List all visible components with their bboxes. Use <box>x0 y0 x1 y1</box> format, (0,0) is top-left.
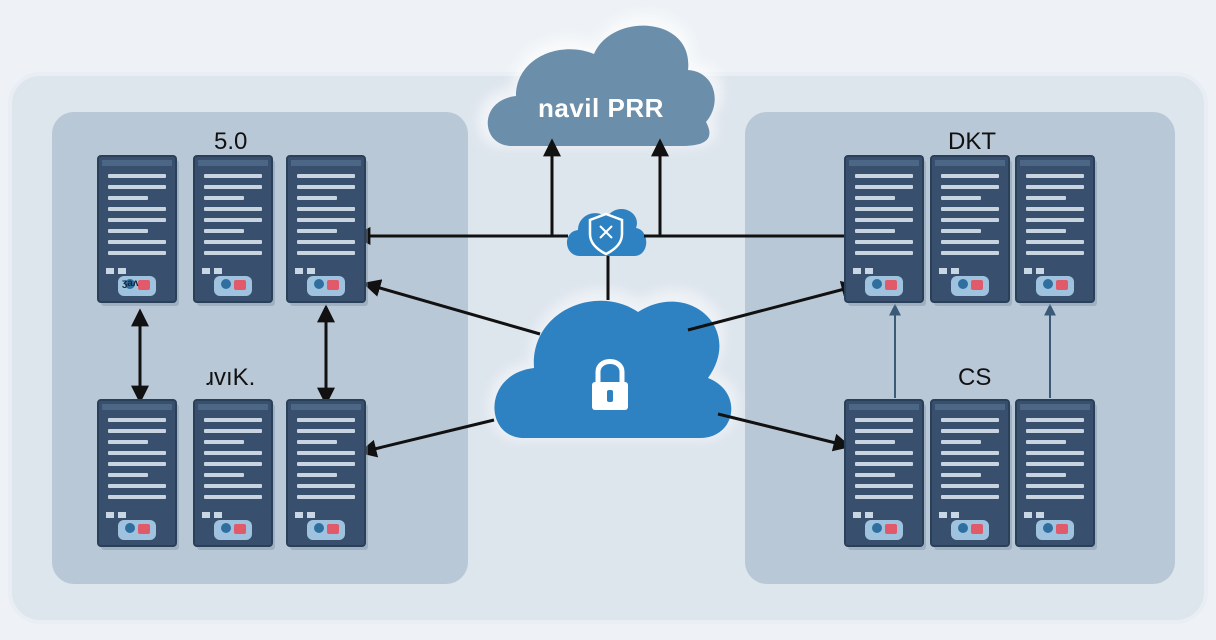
right-top-group-label: DKT <box>948 128 996 155</box>
arrow-central-to-right-top <box>687 280 860 332</box>
server-badge-icon <box>865 520 903 540</box>
server-badge-icon <box>865 276 903 296</box>
arrow-central-to-left-bottom <box>358 418 495 458</box>
server-badge-icon <box>214 520 252 540</box>
server-badge-icon <box>951 520 989 540</box>
server-badge-icon <box>1036 520 1074 540</box>
right-bottom-group-label: CS <box>958 364 992 391</box>
central-cloud <box>488 288 738 440</box>
right-uplinks <box>889 303 1056 398</box>
server-rack <box>930 399 1012 550</box>
firewall-node <box>566 209 647 256</box>
server-rack <box>1015 155 1097 306</box>
server-rack <box>193 399 275 550</box>
cloud-lock-icon <box>494 300 732 438</box>
arrow-central-to-left-top <box>362 279 541 336</box>
server-rack <box>97 155 179 306</box>
top-cloud-label: navil PRR <box>538 93 664 123</box>
server-rack <box>1015 399 1097 550</box>
server-rack <box>97 399 179 550</box>
arrow-central-to-right-bottom <box>717 412 852 452</box>
left-bottom-group-label: ɹvıK. <box>206 364 256 391</box>
server-badge-icon <box>951 276 989 296</box>
server-badge-icon <box>118 520 156 540</box>
server-badge-icon <box>307 276 345 296</box>
cloud-icon <box>487 25 715 146</box>
server-rack <box>844 155 926 306</box>
left-top-group-label: 5.0 <box>214 128 248 155</box>
lock-shackle <box>595 359 625 382</box>
server-rack <box>286 399 368 550</box>
server-badge-icon <box>118 276 156 296</box>
server-badge-text: ʒaʌ <box>122 278 139 289</box>
server-rack <box>930 155 1012 306</box>
server-racks <box>97 155 1097 550</box>
connections <box>131 138 864 458</box>
server-rack <box>193 155 275 306</box>
server-rack <box>844 399 926 550</box>
server-badge-icon <box>307 520 345 540</box>
server-rack <box>286 155 368 306</box>
server-badge-icon <box>1036 276 1074 296</box>
shield-x-icon <box>588 212 624 256</box>
top-cloud <box>478 14 723 147</box>
server-badge-icon <box>214 276 252 296</box>
